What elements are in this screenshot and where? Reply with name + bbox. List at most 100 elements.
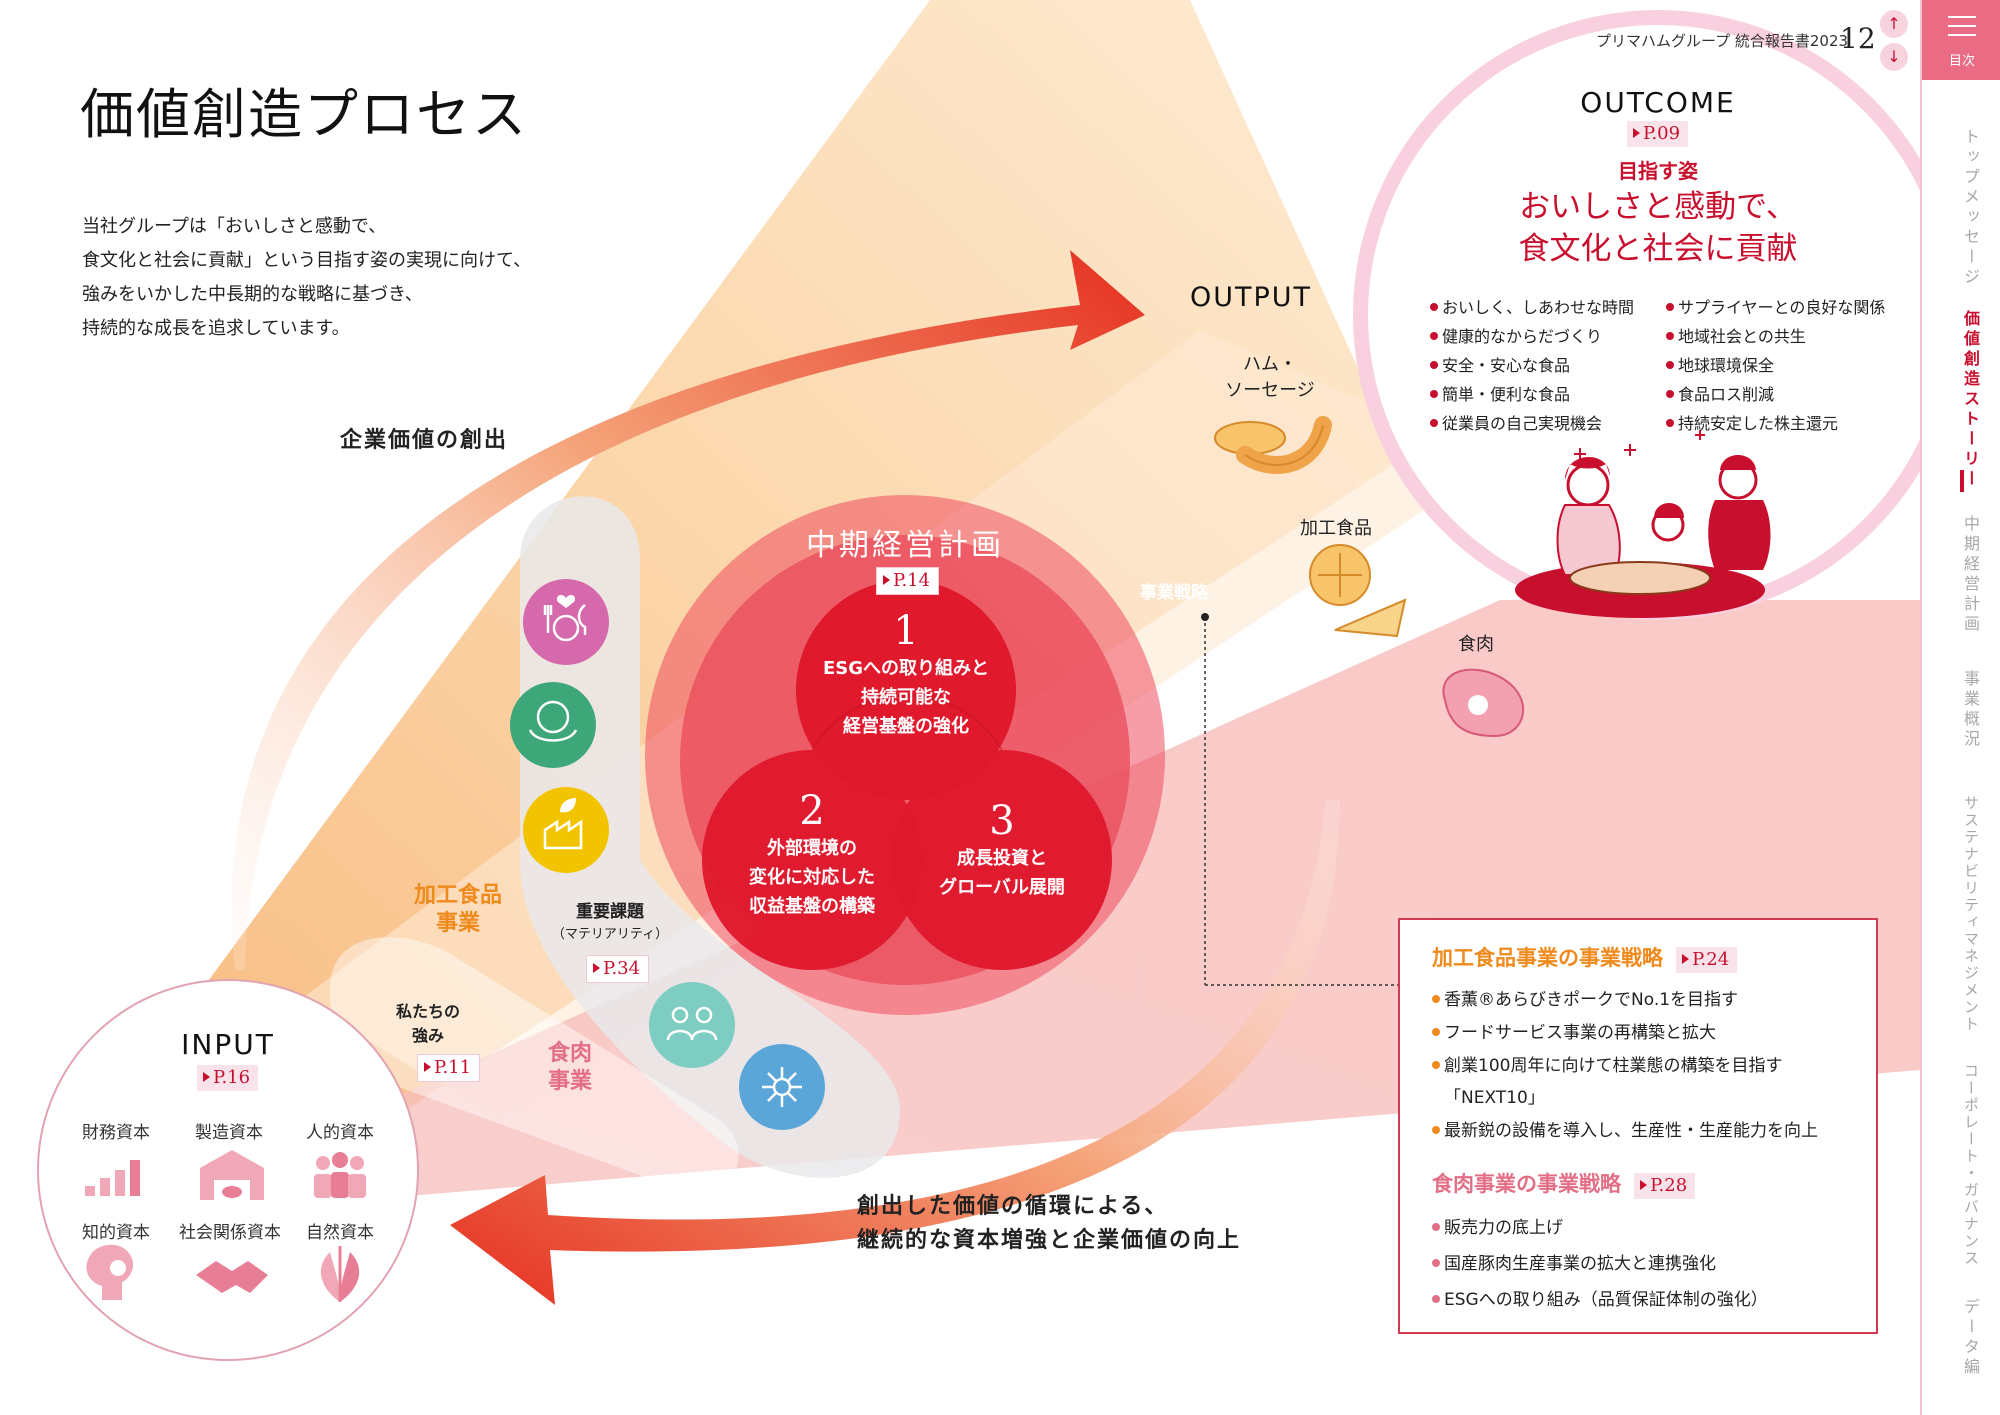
- page-ref: P.28: [1650, 1175, 1688, 1196]
- capital-manufacturing: 製造資本: [195, 1123, 263, 1143]
- outcome-list-left: おいしく、しあわせな時間 健康的なからだづくり 安全・安心な食品 簡単・便利な食…: [1430, 293, 1634, 438]
- page-down-button[interactable]: ↓: [1880, 43, 1908, 71]
- outcome-item: 従業員の自己実現機会: [1430, 409, 1634, 438]
- factory-pig-icon: [200, 1150, 264, 1200]
- capital-human: 人的資本: [306, 1123, 374, 1143]
- product-meat-label: 食肉: [1458, 634, 1494, 655]
- materiality-page-link[interactable]: P.34: [586, 955, 650, 983]
- plan-page-link[interactable]: P.14: [876, 567, 940, 595]
- segment-line: 食肉: [547, 1041, 592, 1066]
- outcome-item: 地域社会との共生: [1666, 322, 1885, 351]
- segment-line: 事業: [547, 1069, 592, 1094]
- materiality-subtitle: （マテリアリティ）: [551, 927, 669, 942]
- earth-hands-icon: [510, 682, 596, 768]
- outcome-list-right: サプライヤーとの良好な関係 地域社会との共生 地球環境保全 食品ロス削減 持続安…: [1666, 293, 1885, 438]
- goal-label: 目指す姿: [1618, 159, 1698, 183]
- input-title: INPUT: [181, 1028, 275, 1061]
- page-ref: P.11: [434, 1057, 472, 1078]
- page-ref-badge: P.28: [1634, 1173, 1696, 1199]
- brain-idea-icon: [86, 1244, 134, 1300]
- outcome-title: OUTCOME: [1580, 86, 1736, 119]
- people-icon: [314, 1152, 366, 1198]
- strategy-item: 国産豚肉生産事業の拡大と連携強化: [1432, 1246, 1872, 1282]
- arrow-top: [231, 250, 1145, 970]
- page-ref: P.09: [1643, 123, 1681, 144]
- pillar-text: 経営基盤の強化: [843, 716, 969, 737]
- pillar-2: 2 外部環境の 変化に対応した 収益基盤の構築: [702, 788, 922, 921]
- outcome-item: 安全・安心な食品: [1430, 351, 1634, 380]
- strengths-label: 私たちの 強み: [378, 1000, 478, 1048]
- intro-line: 当社グループは「おいしさと感動で、: [82, 216, 387, 237]
- nav-business-overview[interactable]: 事業概況: [1961, 670, 1980, 750]
- nav-governance[interactable]: コーポレート・ガバナンス: [1962, 1063, 1980, 1267]
- page-ref-badge: P.11: [417, 1054, 481, 1082]
- capital-financial: 財務資本: [82, 1123, 150, 1143]
- business-strategy-label: 事業戦略: [1140, 583, 1208, 603]
- goal-statement: おいしさと感動で、 食文化と社会に貢献: [1458, 186, 1858, 270]
- pillar-1: 1 ESGへの取り組みと 持続可能な 経営基盤の強化: [796, 608, 1016, 741]
- pillar-text: 成長投資と: [957, 848, 1047, 869]
- strategy-item: フードサービス事業の再構築と拡大: [1432, 1017, 1872, 1050]
- menu-label: 目次: [1948, 54, 1975, 69]
- pillar-text: 収益基盤の構築: [749, 896, 875, 917]
- menu-button[interactable]: 目次: [1922, 0, 2000, 80]
- outcome-page-link[interactable]: P.09: [1627, 121, 1689, 147]
- page-ref-badge: P.16: [197, 1065, 259, 1091]
- waffle-sandwich-icon: [1309, 544, 1407, 638]
- processed-strategy-page-link[interactable]: P.24: [1676, 947, 1738, 973]
- page-ref: P.16: [213, 1067, 251, 1088]
- outcome-circle: [1368, 25, 1948, 605]
- nav-value-creation-story[interactable]: 価値創造ストーリー: [1961, 310, 1980, 490]
- pillar1-circle: [796, 580, 1016, 800]
- processed-strategy-header: 加工食品事業の事業戦略 P.24: [1432, 942, 1872, 973]
- nav-top-message[interactable]: トップメッセージ: [1961, 128, 1980, 288]
- pillar3-circle: [892, 750, 1112, 970]
- processed-strategy-title: 加工食品事業の事業戦略: [1432, 946, 1663, 970]
- materiality-title: 重要課題: [576, 902, 644, 922]
- meat-strategy-list: 販売力の底上げ 国産豚肉生産事業の拡大と連携強化 ESGへの取り組み（品質保証体…: [1432, 1210, 1872, 1318]
- input-page-link[interactable]: P.16: [197, 1065, 259, 1091]
- nav-sustainability[interactable]: サステナビリティマネジメント: [1962, 795, 1980, 1033]
- nav-data[interactable]: データ編: [1961, 1298, 1980, 1378]
- pillar-number: 2: [799, 788, 825, 834]
- segment-line: 加工食品: [413, 883, 502, 908]
- network-icon: [739, 1044, 825, 1130]
- meat-icon: [1442, 668, 1524, 738]
- intro-text: 当社グループは「おいしさと感動で、 食文化と社会に貢献」という目指す姿の実現に向…: [82, 210, 531, 346]
- publication-title: プリマハムグループ 統合報告書2023: [1596, 32, 1849, 50]
- strategy-item-continued: 「NEXT10」: [1444, 1088, 1545, 1108]
- pillar-text: ESGへの取り組みと: [822, 658, 990, 679]
- outcome-item: 簡単・便利な食品: [1430, 380, 1634, 409]
- outcome-item: 地球環境保全: [1666, 351, 1885, 380]
- meat-strategy-header: 食肉事業の事業戦略 P.28: [1432, 1168, 1872, 1199]
- product-line: ハム・: [1243, 354, 1297, 375]
- handshake-icon: [196, 1261, 268, 1293]
- outcome-item: 食品ロス削減: [1666, 380, 1885, 409]
- bar-chart-icon: [85, 1160, 140, 1196]
- circulation-line: 継続的な資本増強と企業価値の向上: [857, 1228, 1242, 1253]
- intro-line: 食文化と社会に貢献」という目指す姿の実現に向けて、: [82, 250, 532, 271]
- meat-strategy-page-link[interactable]: P.28: [1634, 1173, 1696, 1199]
- plan-title: 中期経営計画: [806, 528, 1004, 563]
- arrow-bottom: [450, 800, 1340, 1305]
- pillar-text: 変化に対応した: [749, 867, 875, 888]
- pillar-number: 1: [893, 608, 919, 654]
- page-up-button[interactable]: ↑: [1880, 10, 1908, 38]
- nav-active-indicator: [1960, 470, 1964, 492]
- pillar-text: グローバル展開: [939, 877, 1065, 898]
- outcome-item: おいしく、しあわせな時間: [1430, 293, 1634, 322]
- nav-medium-term-plan[interactable]: 中期経営計画: [1961, 515, 1980, 635]
- pillar-3: 3 成長投資と グローバル展開: [892, 798, 1112, 902]
- goal-line: おいしさと感動で、: [1519, 189, 1797, 225]
- strategy-item: 販売力の底上げ: [1432, 1210, 1872, 1246]
- product-processed-label: 加工食品: [1300, 518, 1372, 539]
- page-ref: P.14: [893, 570, 931, 591]
- leaf-icon: [320, 1246, 360, 1302]
- menu-icon: [1948, 16, 1976, 36]
- outcome-item: 健康的なからだづくり: [1430, 322, 1634, 351]
- strengths-page-link[interactable]: P.11: [417, 1054, 481, 1082]
- arrow-up-icon: ↑: [1887, 14, 1901, 33]
- materiality-label: 重要課題 （マテリアリティ）: [545, 900, 675, 946]
- meat-strategy-title: 食肉事業の事業戦略: [1432, 1172, 1621, 1196]
- factory-leaf-icon: [523, 787, 609, 873]
